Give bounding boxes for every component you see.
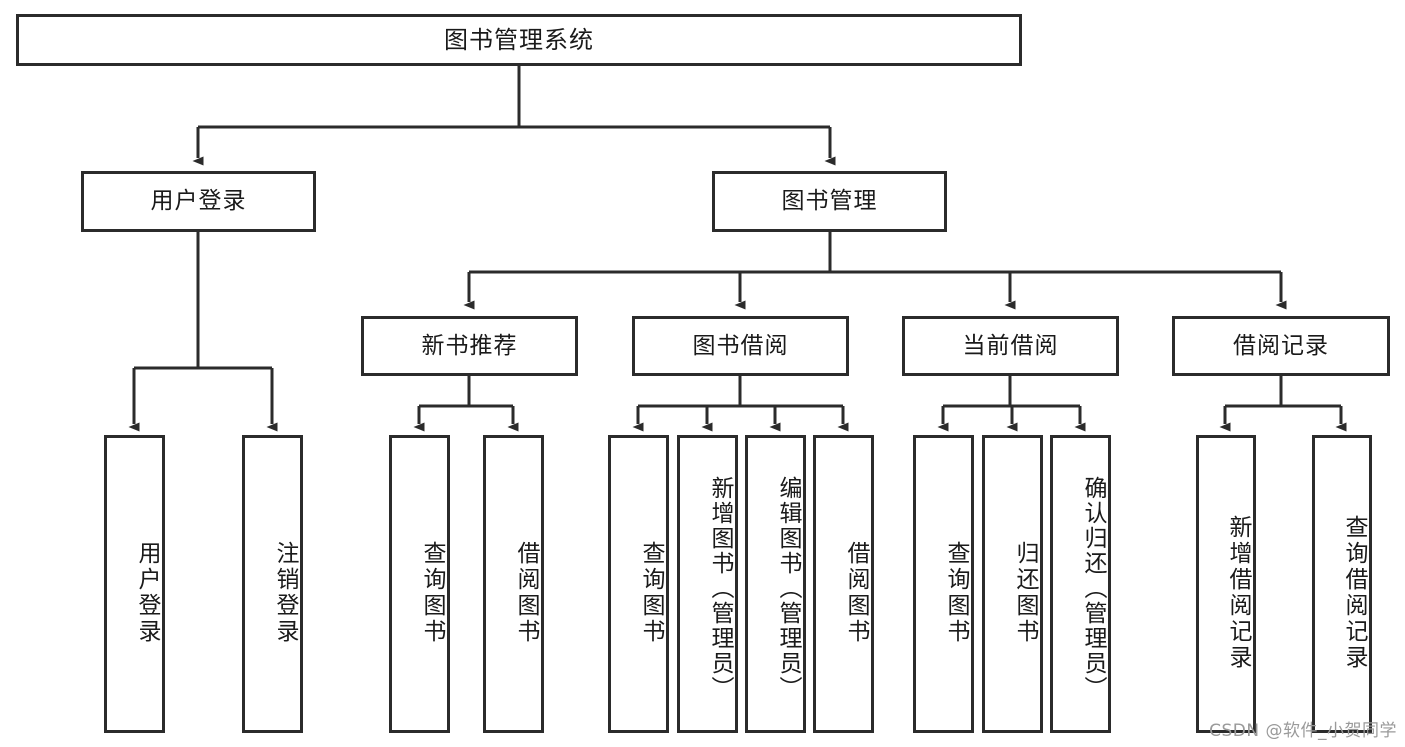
leaf-book-borrow-add[interactable]: 新增图书（管理员） xyxy=(677,435,738,733)
leaf-user-login-logout[interactable]: 注销登录 xyxy=(242,435,303,733)
leaf-book-borrow-edit[interactable]: 编辑图书（管理员） xyxy=(745,435,806,733)
leaf-book-borrow-borrow[interactable]: 借阅图书 xyxy=(813,435,874,733)
leaf-user-login-login[interactable]: 用户登录 xyxy=(104,435,165,733)
node-root-system[interactable]: 图书管理系统 xyxy=(16,14,1022,66)
leaf-borrow-record-query[interactable]: 查询借阅记录 xyxy=(1312,435,1372,733)
leaf-new-book-borrow[interactable]: 借阅图书 xyxy=(483,435,544,733)
leaf-current-borrow-confirm-return[interactable]: 确认归还（管理员） xyxy=(1050,435,1111,733)
leaf-borrow-record-add[interactable]: 新增借阅记录 xyxy=(1196,435,1256,733)
node-book-management[interactable]: 图书管理 xyxy=(712,171,947,232)
node-user-login[interactable]: 用户登录 xyxy=(81,171,316,232)
node-borrow-record[interactable]: 借阅记录 xyxy=(1172,316,1390,376)
leaf-new-book-query[interactable]: 查询图书 xyxy=(389,435,450,733)
leaf-current-borrow-return[interactable]: 归还图书 xyxy=(982,435,1043,733)
leaf-current-borrow-query[interactable]: 查询图书 xyxy=(913,435,974,733)
node-current-borrow[interactable]: 当前借阅 xyxy=(902,316,1119,376)
node-new-book-recommend[interactable]: 新书推荐 xyxy=(361,316,578,376)
leaf-book-borrow-query[interactable]: 查询图书 xyxy=(608,435,669,733)
csdn-watermark: CSDN @软件_小贺同学 xyxy=(1209,721,1397,741)
node-book-borrow[interactable]: 图书借阅 xyxy=(632,316,849,376)
